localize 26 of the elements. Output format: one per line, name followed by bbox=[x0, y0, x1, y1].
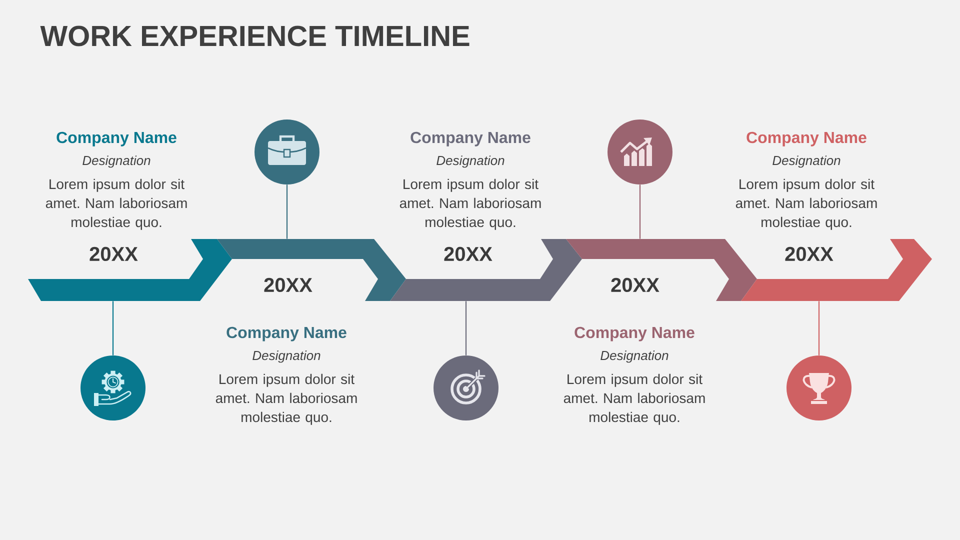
description: Lorem ipsum dolor sit amet. Nam laboriosam molestiae quo. bbox=[400, 178, 541, 230]
description: Lorem ipsum dolor sit amet. Nam laboriosam molestiae quo. bbox=[564, 374, 705, 425]
designation: Designation bbox=[772, 156, 840, 168]
connector-line bbox=[639, 184, 641, 239]
company-name: Company Name bbox=[56, 132, 176, 146]
designation: Designation bbox=[82, 156, 150, 168]
description: Lorem ipsum dolor sit amet. Nam laboriosam molestiae quo. bbox=[46, 178, 187, 230]
designation: Designation bbox=[436, 156, 504, 168]
connector-line bbox=[465, 301, 467, 356]
description: Lorem ipsum dolor sit amet. Nam laboriosam molestiae quo. bbox=[736, 178, 877, 230]
title: WORK EXPERIENCE TIMELINE bbox=[40, 26, 470, 46]
company-name: Company Name bbox=[410, 132, 530, 146]
company-name: Company Name bbox=[226, 326, 346, 342]
designation: Designation bbox=[252, 350, 320, 363]
chevron-segment: 20XX bbox=[28, 239, 232, 301]
connector-line bbox=[286, 184, 288, 239]
chevron-segment: 20XX bbox=[741, 239, 932, 301]
connector-line bbox=[112, 301, 114, 356]
designation: Designation bbox=[600, 350, 668, 363]
description: Lorem ipsum dolor sit amet. Nam laboriosam molestiae quo. bbox=[216, 374, 357, 425]
company-name: Company Name bbox=[574, 326, 694, 342]
connector-line bbox=[818, 301, 820, 356]
company-name: Company Name bbox=[746, 132, 866, 146]
chevron-segment: 20XX bbox=[390, 239, 582, 301]
chevron-segment: 20XX bbox=[566, 239, 757, 301]
chevron-segment: 20XX bbox=[217, 239, 406, 301]
